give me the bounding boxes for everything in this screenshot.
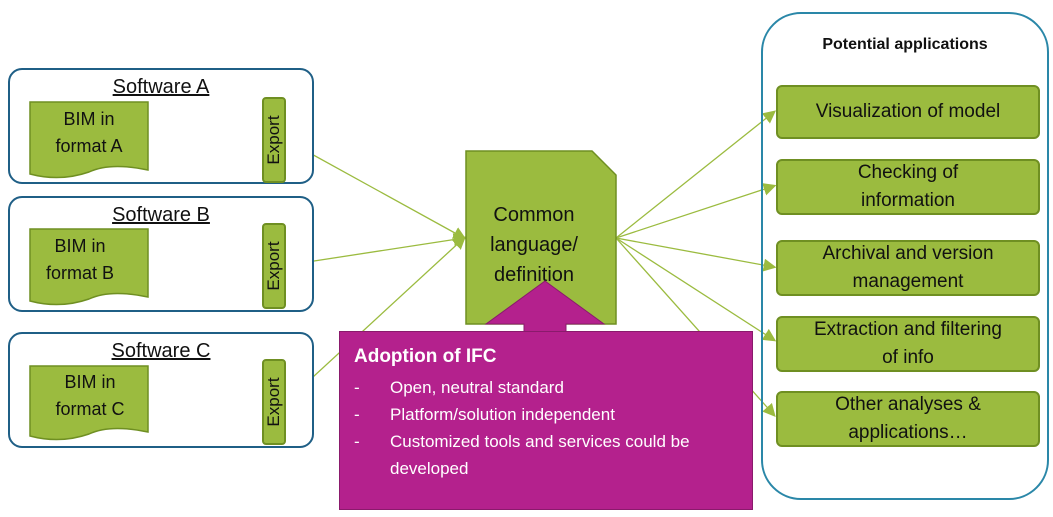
app-extraction: Extraction and filtering of info (776, 316, 1040, 372)
arrow-common-to-app-1 (615, 110, 777, 239)
app-line1: Archival and version (822, 243, 994, 264)
bim-doc-b: BIM in format B (30, 233, 130, 287)
bim-doc-b-line1: BIM in (54, 236, 106, 256)
app-visualization: Visualization of model (776, 85, 1040, 139)
app-line2: applications… (848, 422, 968, 443)
adoption-item-dash: - (354, 432, 360, 451)
adoption-item-text: Platform/solution independent (390, 405, 615, 424)
app-line2: management (852, 271, 964, 292)
bim-doc-c: BIM in format C (30, 369, 150, 423)
adoption-item-dash: - (354, 378, 360, 397)
bim-doc-c-line1: BIM in (64, 372, 116, 392)
app-line1: Extraction and filtering (814, 319, 1002, 340)
app-other: Other analyses & applications… (776, 391, 1040, 447)
common-language: Common language/ definition (466, 200, 602, 290)
app-checking: Checking of information (776, 159, 1040, 215)
applications-title: Potential applications (822, 36, 988, 53)
arrow-export-b-to-common (287, 233, 467, 266)
adoption-item-dash: - (354, 405, 360, 424)
common-line1: Common (493, 204, 575, 226)
arrow-common-to-app-4 (615, 237, 777, 342)
bim-doc-a-line2: format A (55, 136, 123, 156)
adoption-item: - Platform/solution independent (354, 401, 734, 428)
arrow-export-c-to-common (287, 236, 466, 401)
bim-doc-a-line1: BIM in (63, 109, 115, 129)
bim-doc-c-line2: format C (55, 399, 125, 419)
bim-doc-a: BIM in format A (30, 106, 148, 160)
app-line1: Other analyses & (835, 394, 981, 415)
adoption-item-text: Customized tools and services could be d… (390, 432, 690, 478)
adoption-title: Adoption of IFC (354, 346, 497, 367)
applications-box: Potential applications (761, 12, 1049, 500)
common-line3: definition (493, 264, 575, 286)
app-line2: of info (882, 347, 934, 368)
export-c: Export (262, 359, 286, 445)
app-line2: information (861, 190, 955, 211)
arrow-common-to-app-2 (615, 183, 777, 239)
arrow-export-a-to-common (287, 140, 467, 240)
adoption-item-text: Open, neutral standard (390, 378, 564, 397)
arrow-common-to-app-3 (615, 237, 777, 272)
adoption-list: - Open, neutral standard - Platform/solu… (354, 374, 734, 482)
app-line1: Checking of (857, 162, 959, 183)
app-line1: Visualization of model (815, 101, 1001, 122)
bim-doc-b-line2: format B (45, 263, 115, 283)
common-line2: language/ (490, 234, 578, 256)
adoption-box: Adoption of IFC - Open, neutral standard… (339, 331, 753, 510)
software-a-title: Software A (112, 76, 210, 98)
software-c-title: Software C (111, 340, 211, 362)
adoption-item: - Customized tools and services could be… (354, 428, 734, 482)
export-a: Export (262, 97, 286, 183)
export-b: Export (262, 223, 286, 309)
adoption-item: - Open, neutral standard (354, 374, 734, 401)
app-archival: Archival and version management (776, 240, 1040, 296)
software-b-title: Software B (112, 204, 210, 226)
